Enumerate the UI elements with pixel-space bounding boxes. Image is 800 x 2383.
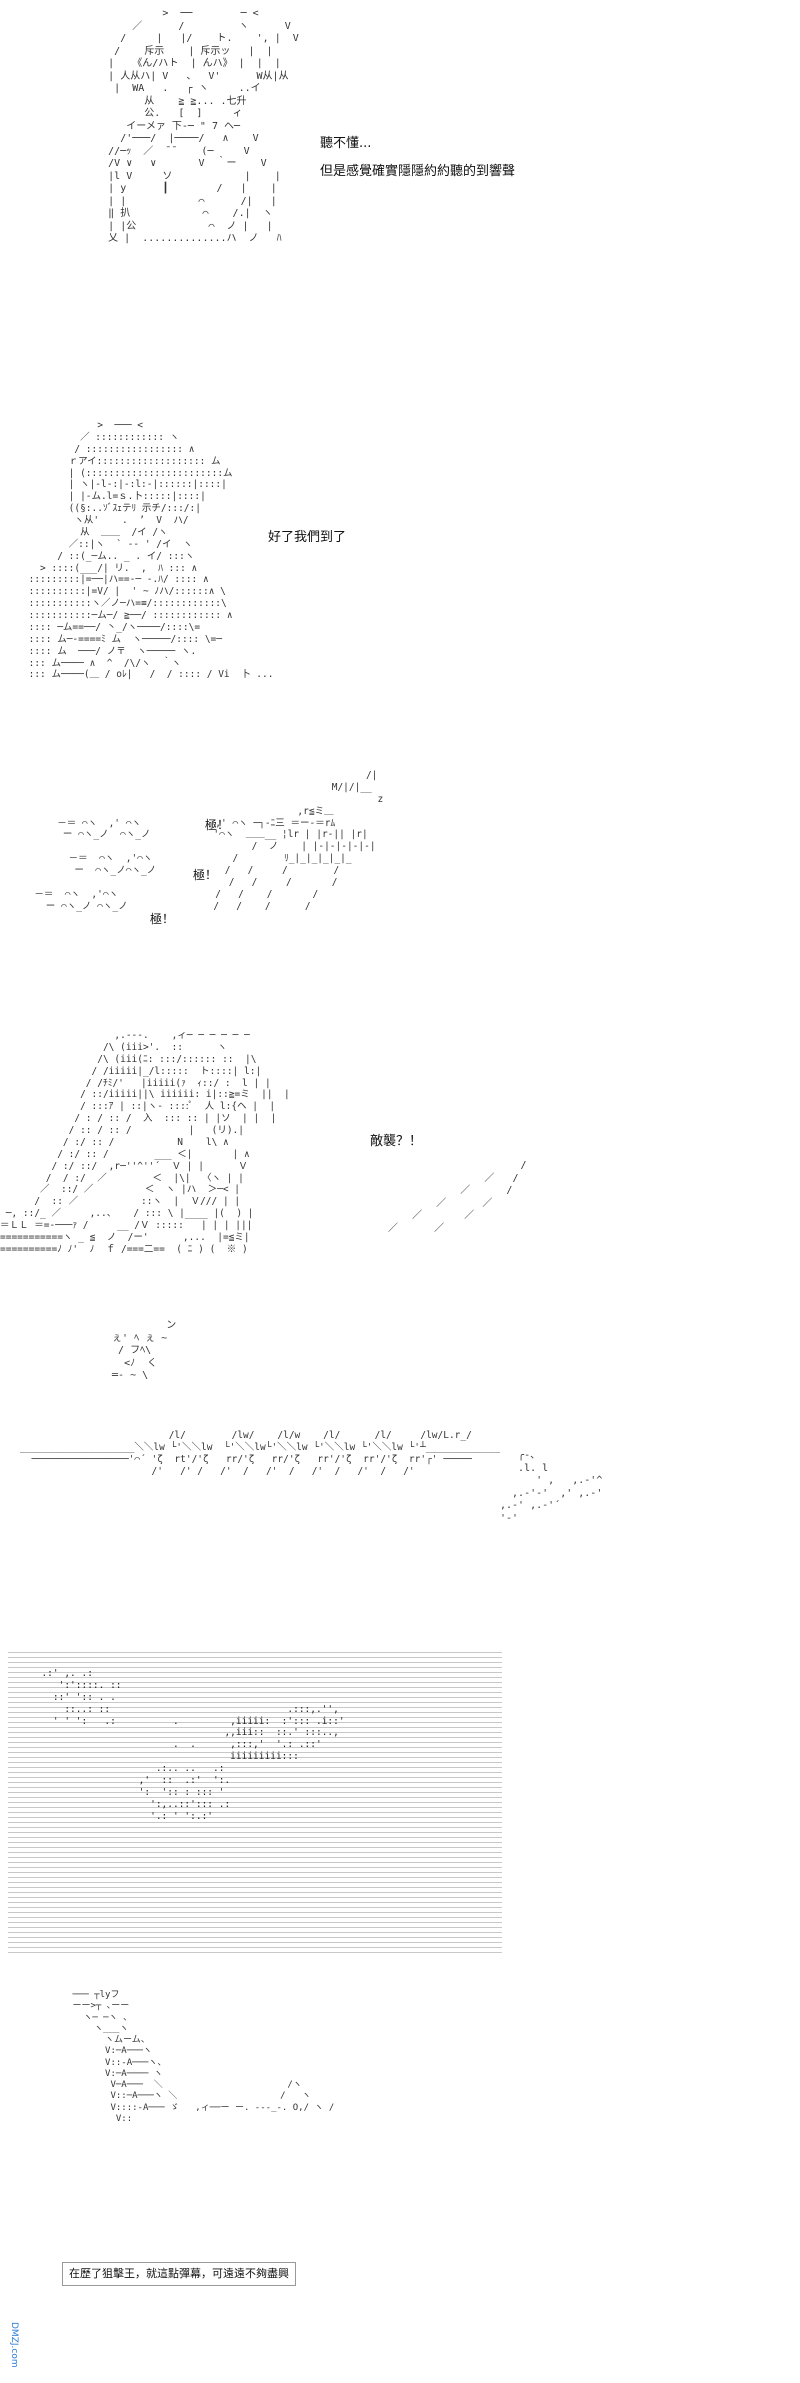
dialogue-line: 但是感覺確實隱隱約約聽的到響聲 [320, 164, 516, 179]
panel-1: > ── ─ < ／ / ヽ V / | |/ ト. ', | V / 斥示 |… [0, 0, 800, 380]
ascii-art-clash: .:' ,. .: ':'::::. :: ::' ':: . . ::..: … [41, 1668, 345, 1822]
sfx-text: 極！ [193, 868, 218, 882]
panel-6: .:' ,. .: ':'::::. :: ::' ':: . . ::..: … [0, 1648, 800, 1956]
panel-7: ─── ┬lyフ ーー>┬ ､ーー ヽ─ ─ヽ 、 ヽ___ヽ ヽムーム、 V:… [0, 1990, 800, 2383]
ascii-art-runner: /| M/|/|__ z ,r≦ミ＿ [34, 770, 384, 912]
dialogue-line: 敵襲？！ [370, 1134, 423, 1149]
ascii-art-girl-1: > ── ─ < ／ / ヽ V / | |/ ト. ', | V / 斥示 |… [108, 8, 299, 244]
ascii-art-girl-alarmed: ,.---. ,ィ─ ─ ─ ─ ─ ─ /\ (iii>'. :: ヽ /\ … [0, 1030, 290, 1255]
ascii-art-projectiles: ン ぇ' ﾍ ぇ ~ / フﾍ\ <ﾉ く ═- ~ \ [112, 1320, 177, 1381]
site-watermark-logo: DMZJ.com [4, 2316, 44, 2376]
panel-2: > ─── < ／ :::::::::::: ヽ / :::::::::::::… [0, 410, 800, 750]
panel-5: ン ぇ' ﾍ ぇ ~ / フﾍ\ <ﾉ く ═- ~ \ /l/ /lw/ /l… [0, 1320, 800, 1524]
sfx-text: 極！ [150, 912, 175, 926]
panel-4: ,.---. ,ィ─ ─ ─ ─ ─ ─ /\ (iii>'. :: ヽ /\ … [0, 1030, 800, 1290]
speed-lines-background [8, 1648, 502, 1956]
dialogue-line: 聽不懂... [320, 136, 372, 151]
dialogue-line: 好了我們到了 [268, 530, 347, 545]
ascii-art-streaks: / ／ / ／ / ／ ／ ／ ／ ／ ／ [388, 1160, 527, 1234]
ascii-art-swords: /l/ /lw/ /l/w /l/ /l/ /lw/L.r_/ ________… [20, 1430, 501, 1477]
dialogue-line: 在歷了狙擊王，就這點彈幕，可遠遠不夠盡興 [62, 2262, 296, 2286]
watermark-text: DMZJ.com [9, 2322, 19, 2368]
ascii-art-rider: ─── ┬lyフ ーー>┬ ､ーー ヽ─ ─ヽ 、 ヽ___ヽ ヽムーム、 V:… [40, 1990, 334, 2286]
panel-3: /| M/|/|__ z ,r≦ミ＿ [0, 760, 800, 1020]
ascii-art-girl-2: > ─── < ／ :::::::::::: ヽ / :::::::::::::… [28, 420, 274, 681]
sfx-text: 極！ [205, 818, 230, 832]
ascii-art-shard: ╭-、 .l. l ' , ,.-'^ ,.-'-' ,' ,.-' ,.-' … [500, 1450, 603, 1524]
